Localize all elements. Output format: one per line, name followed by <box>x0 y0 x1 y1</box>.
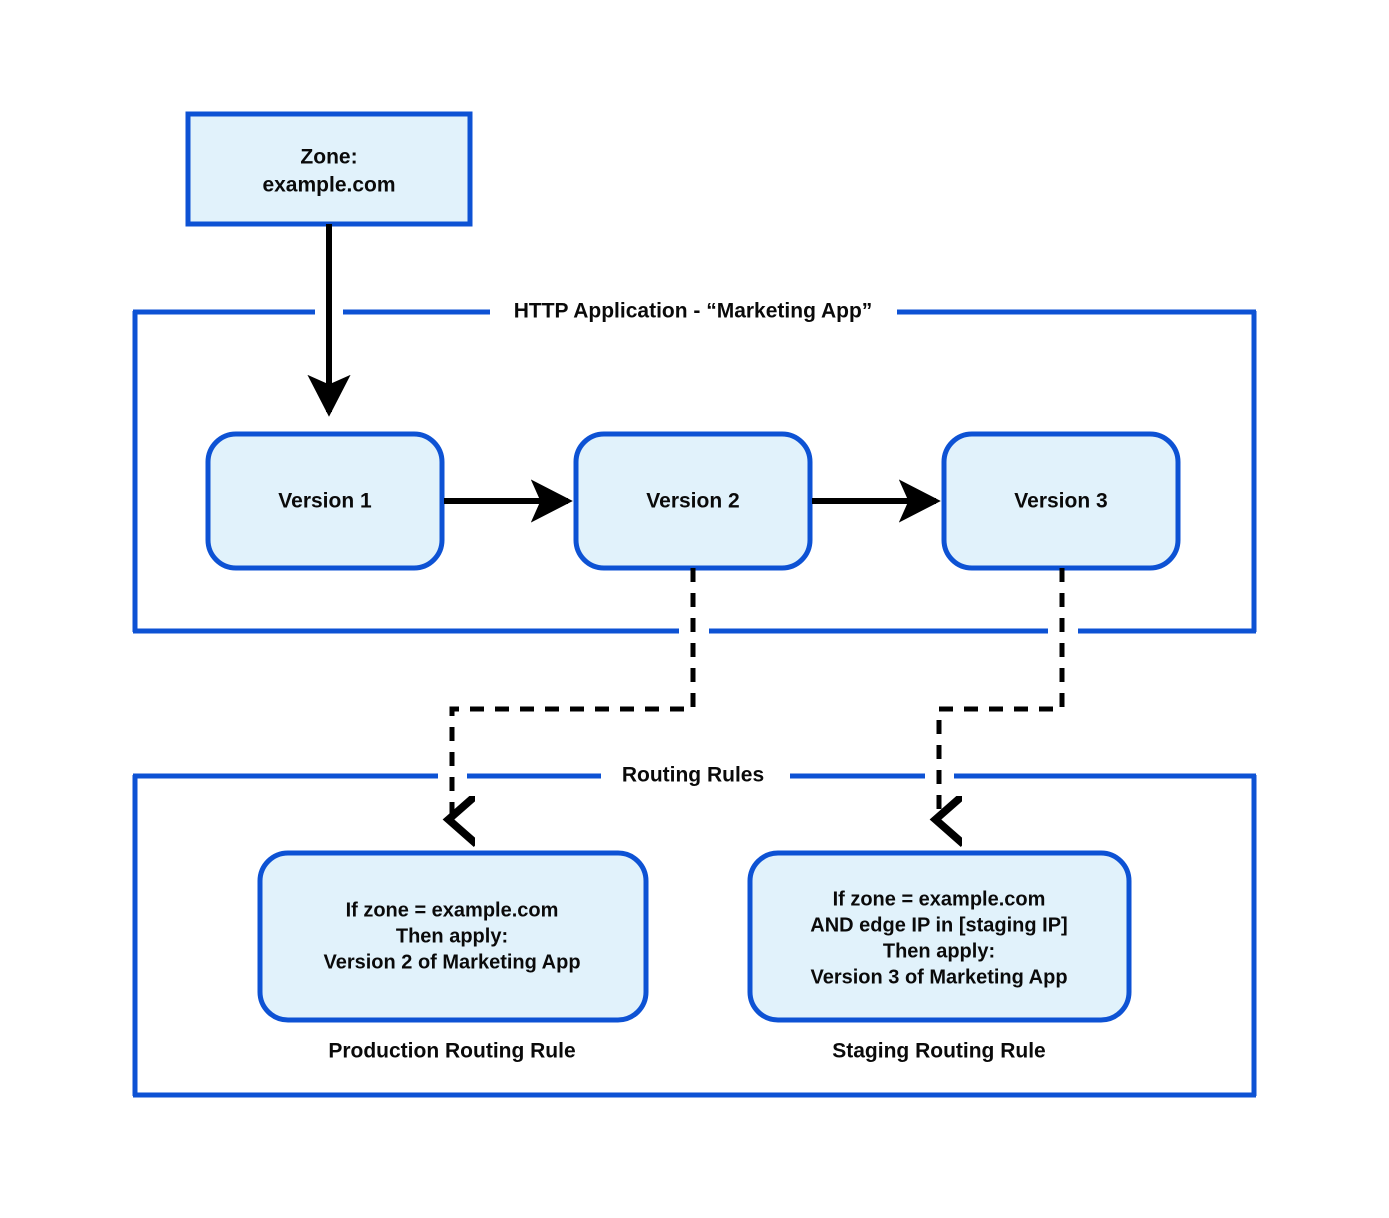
zone-node-line2: example.com <box>262 174 395 197</box>
version3-to-staging-dashed-path <box>939 568 1065 822</box>
staging-rule-line-1: If zone = example.com <box>833 888 1046 910</box>
version-node-1-box[interactable] <box>205 431 445 571</box>
routing-group-title: Routing Rules <box>622 764 764 787</box>
version-node-2[interactable]: Version 2 <box>573 431 813 571</box>
production-routing-rule[interactable]: If zone = example.com Then apply: Versio… <box>257 850 649 1063</box>
staging-rule-line-4: Version 3 of Marketing App <box>810 966 1067 988</box>
staging-routing-rule[interactable]: If zone = example.com AND edge IP in [st… <box>747 850 1132 1063</box>
staging-rule-line-2: AND edge IP in [staging IP] <box>810 914 1067 936</box>
version-node-3-label: Version 3 <box>1014 490 1107 513</box>
zone-node-box[interactable] <box>185 111 473 227</box>
version-node-2-label: Version 2 <box>646 490 739 513</box>
connector-version2-to-production-rule <box>452 568 696 822</box>
production-rule-line-3: Version 2 of Marketing App <box>323 951 580 973</box>
staging-rule-line-3: Then apply: <box>883 940 995 962</box>
zone-node-line1: Zone: <box>300 146 357 169</box>
version-node-1-label: Version 1 <box>278 490 372 513</box>
staging-routing-rule-box[interactable] <box>747 850 1132 1023</box>
http-application-group: HTTP Application - “Marketing App” <box>132 300 1257 634</box>
connector-version3-to-staging-rule <box>939 568 1065 822</box>
zone-node[interactable]: Zone: example.com <box>185 111 473 227</box>
staging-rule-caption: Staging Routing Rule <box>832 1040 1045 1063</box>
http-group-title: HTTP Application - “Marketing App” <box>514 300 873 323</box>
version-node-3[interactable]: Version 3 <box>941 431 1181 571</box>
production-rule-caption: Production Routing Rule <box>328 1040 575 1063</box>
version-node-1[interactable]: Version 1 <box>205 431 445 571</box>
version2-to-production-dashed-path <box>452 568 696 822</box>
production-routing-rule-box[interactable] <box>257 850 649 1023</box>
routing-rules-group: Routing Rules <box>132 764 1257 1098</box>
production-rule-line-2: Then apply: <box>396 925 508 947</box>
production-rule-line-1: If zone = example.com <box>346 899 559 921</box>
